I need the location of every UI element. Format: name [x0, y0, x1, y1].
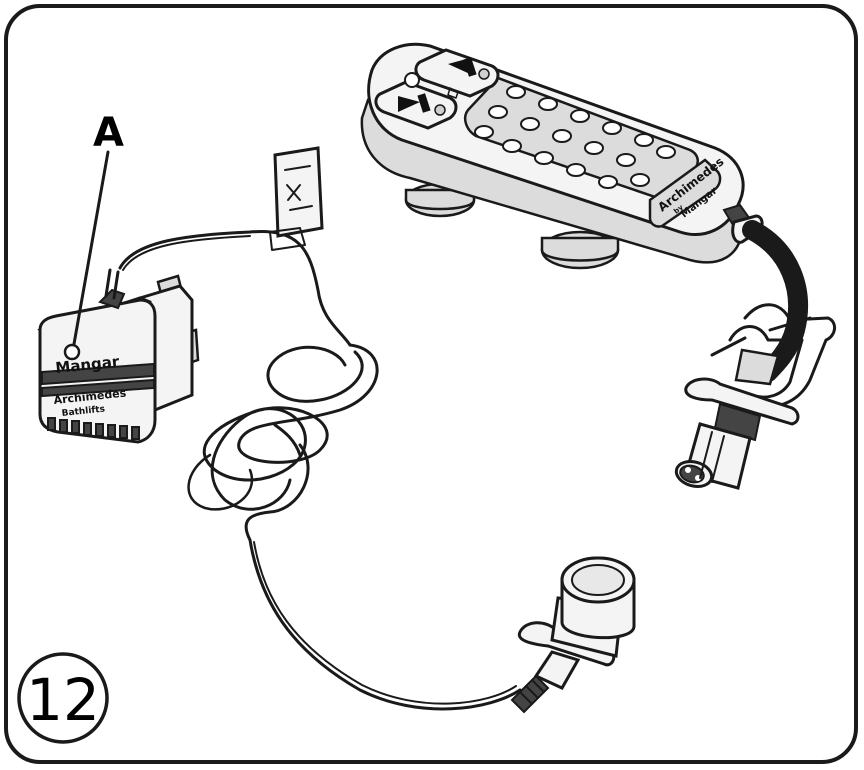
power-icon: [404, 72, 420, 88]
charger-adapter: Mangar Archimedes Bathlifts: [37, 268, 200, 444]
battery-icon: [429, 81, 459, 99]
down-button: [374, 80, 458, 130]
keypad: [474, 85, 676, 189]
cable-tag: [269, 146, 324, 251]
callout-label: A: [93, 110, 124, 156]
step-number-badge: 12: [17, 652, 109, 744]
handset-connector: [674, 220, 836, 490]
indicator-light: [63, 343, 81, 361]
step-number: 12: [26, 666, 100, 734]
adapter-product-sub: Bathlifts: [61, 405, 105, 419]
down-arrow-icon: [398, 96, 420, 112]
charger-cable: [118, 230, 522, 711]
handset: Archimedes by Mangar: [360, 42, 764, 270]
adapter-vents: [47, 417, 140, 440]
battery-connector: [510, 556, 636, 714]
callout-leader-line: [72, 150, 110, 346]
callout-a: A: [72, 110, 124, 346]
up-button: [414, 48, 500, 98]
